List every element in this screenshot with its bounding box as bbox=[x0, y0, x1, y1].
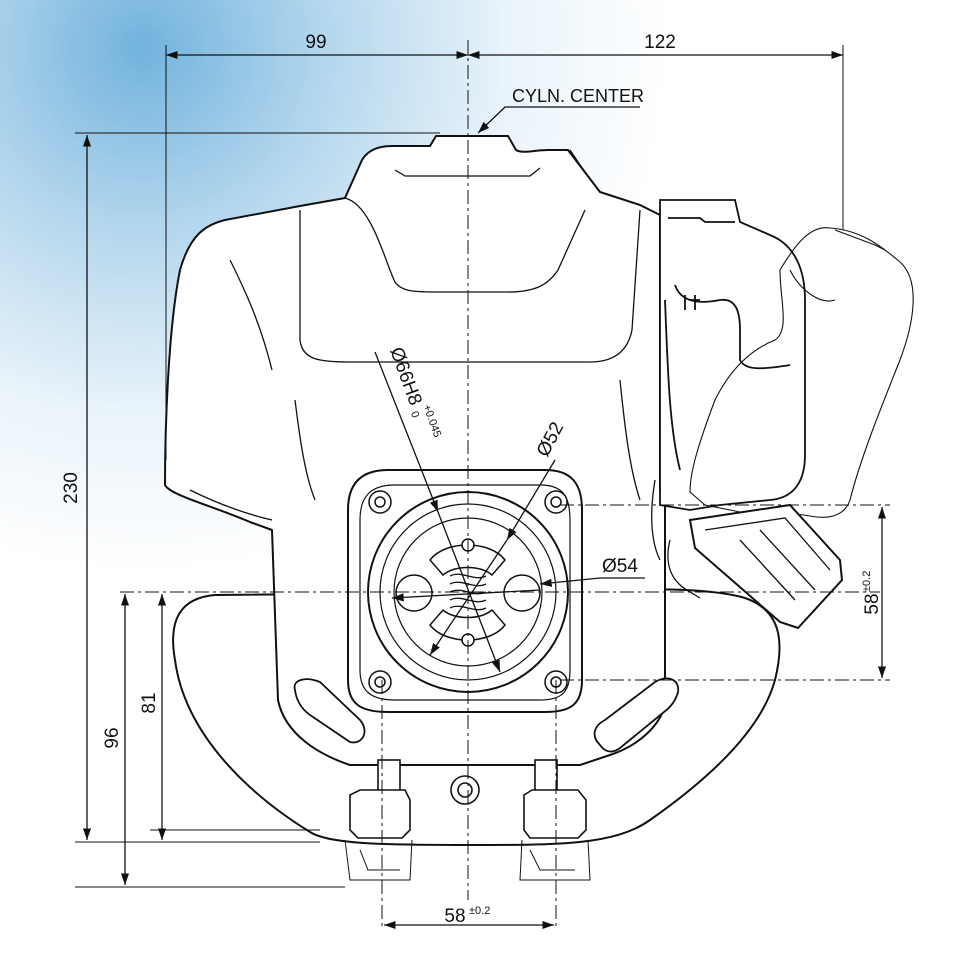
dim-side-spacing-tol: ±0.2 bbox=[861, 571, 873, 592]
cylinder-center-label: CYLN. CENTER bbox=[512, 86, 644, 106]
dim-height-81: 81 bbox=[139, 692, 160, 713]
pto-flange bbox=[347, 469, 583, 713]
mount-feet bbox=[349, 759, 587, 839]
dim-bottom-spacing: 58 bbox=[444, 906, 465, 927]
dim-height-96: 96 bbox=[102, 727, 123, 748]
dimension-arrows bbox=[82, 50, 887, 930]
bore-tol-lower: 0 bbox=[408, 410, 421, 420]
shroud-handles bbox=[293, 677, 680, 753]
dim-right-width: 122 bbox=[644, 32, 676, 53]
extension-lines bbox=[75, 45, 844, 888]
muffler-outlet bbox=[667, 503, 844, 630]
dia-54-label: Ø54 bbox=[602, 556, 638, 577]
mount-feet-phantom bbox=[344, 839, 591, 881]
air-filter-cover bbox=[659, 199, 806, 511]
dim-left-width: 99 bbox=[305, 32, 326, 53]
dim-side-spacing-value: 58 bbox=[862, 593, 883, 614]
dim-bottom-spacing-tol: ±0.2 bbox=[469, 905, 490, 917]
dim-side-spacing: 58 ±0.2 bbox=[861, 571, 883, 615]
dim-total-height: 230 bbox=[61, 472, 82, 504]
fuel-tank-phantom bbox=[689, 227, 914, 518]
